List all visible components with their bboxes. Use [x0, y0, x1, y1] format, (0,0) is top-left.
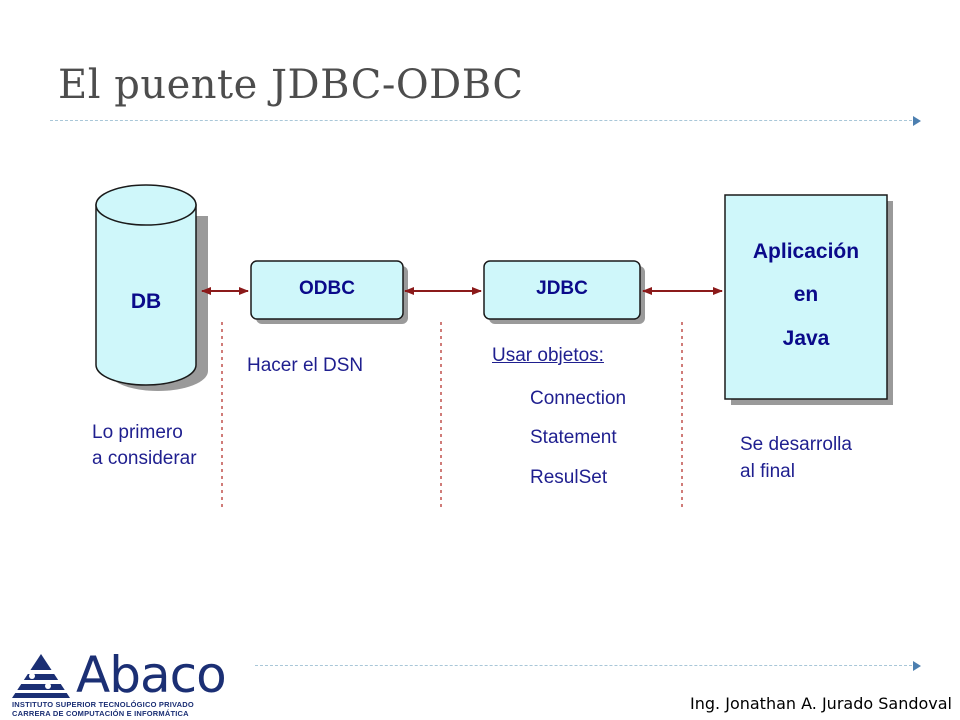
- app-label-line1: Aplicación: [752, 240, 860, 263]
- abaco-logo-text: Abaco: [76, 646, 227, 704]
- app-label-line3: Java: [782, 327, 830, 350]
- footer-divider: [255, 665, 912, 666]
- abaco-logo: Abaco INSTITUTO SUPERIOR TECNOLÓGICO PRI…: [10, 648, 235, 718]
- divider-arrow-icon: [913, 116, 921, 126]
- abaco-logo-icon: [12, 654, 70, 698]
- app-box: [724, 194, 893, 405]
- note-odbc: Hacer el DSN: [247, 355, 364, 376]
- note-jdbc-heading: Usar objetos:: [492, 345, 604, 366]
- jdbc-label: JDBC: [536, 278, 588, 299]
- footer-author: Ing. Jonathan A. Jurado Sandoval: [690, 694, 952, 713]
- note-app-line1: Se desarrolla: [740, 434, 852, 455]
- note-jdbc-item-connection: Connection: [530, 388, 627, 409]
- note-db-line1: Lo primero: [92, 422, 183, 443]
- footer-divider-arrow-icon: [913, 661, 921, 671]
- note-jdbc-item-resulset: ResulSet: [530, 467, 608, 488]
- odbc-label: ODBC: [299, 278, 355, 299]
- title-divider: [50, 120, 912, 121]
- abaco-logo-subtitle-2: CARRERA DE COMPUTACIÓN E INFORMÁTICA: [12, 709, 189, 718]
- note-jdbc-item-statement: Statement: [530, 427, 617, 448]
- abaco-logo-subtitle-1: INSTITUTO SUPERIOR TECNOLÓGICO PRIVADO: [12, 700, 194, 709]
- jdbc-box: [483, 260, 645, 324]
- slide-title: El puente JDBC-ODBC: [58, 62, 524, 108]
- note-app-line2: al final: [740, 461, 795, 482]
- db-cylinder: [95, 184, 208, 391]
- app-label-line2: en: [793, 283, 819, 306]
- db-label: DB: [130, 290, 162, 313]
- note-db-line2: a considerar: [92, 448, 197, 469]
- odbc-box: [250, 260, 408, 324]
